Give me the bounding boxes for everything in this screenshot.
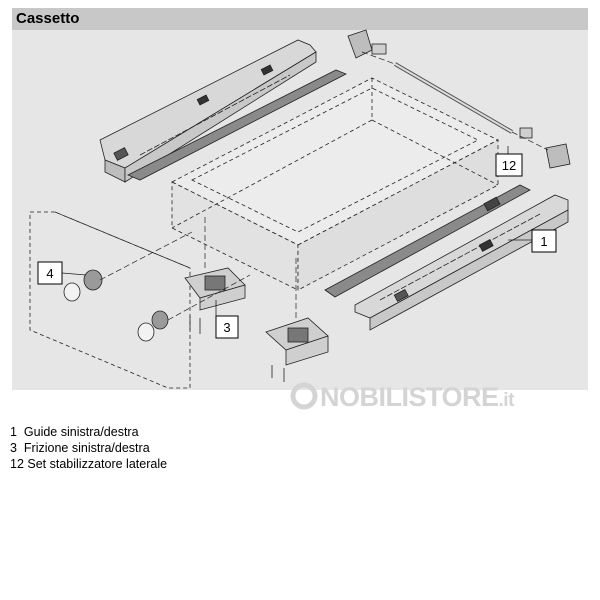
- legend-text: Set stabilizzatore laterale: [27, 457, 168, 471]
- panel-title: Cassetto: [16, 10, 80, 27]
- right-coupling: [265, 317, 329, 382]
- callout-12: 12: [495, 153, 523, 177]
- watermark-o-icon: [290, 382, 318, 410]
- left-runner: [99, 39, 347, 183]
- adjustment-wheels: [63, 269, 169, 342]
- panel-header: Cassetto: [12, 8, 588, 30]
- watermark-name: NOBILISTORE: [320, 382, 499, 412]
- legend-item: 3 Frizione sinistra/destra: [10, 440, 167, 456]
- cabinet-side-panel: [29, 211, 191, 389]
- watermark-logo: NOBILISTORE.it: [290, 378, 540, 418]
- legend-number: 3: [10, 441, 17, 455]
- svg-text:1: 1: [540, 234, 547, 249]
- left-coupling: [184, 267, 246, 334]
- callout-3: 3: [215, 315, 239, 339]
- callout-1: 1: [531, 229, 557, 253]
- svg-text:12: 12: [502, 158, 516, 173]
- assembly-lines: [99, 51, 549, 321]
- svg-text:4: 4: [46, 266, 53, 281]
- watermark-tld: .it: [498, 390, 515, 411]
- drawer-box: [171, 77, 499, 291]
- legend-number: 1: [10, 425, 17, 439]
- callout-4: 4: [37, 261, 63, 285]
- stabilizer-rod: [347, 29, 571, 169]
- legend-text: Guide sinistra/destra: [23, 425, 139, 439]
- legend: 1 Guide sinistra/destra 3 Frizione sinis…: [10, 424, 167, 472]
- legend-text: Frizione sinistra/destra: [23, 441, 150, 455]
- legend-number: 12: [10, 457, 24, 471]
- legend-item: 12 Set stabilizzatore laterale: [10, 456, 167, 472]
- svg-text:3: 3: [223, 320, 230, 335]
- legend-item: 1 Guide sinistra/destra: [10, 424, 167, 440]
